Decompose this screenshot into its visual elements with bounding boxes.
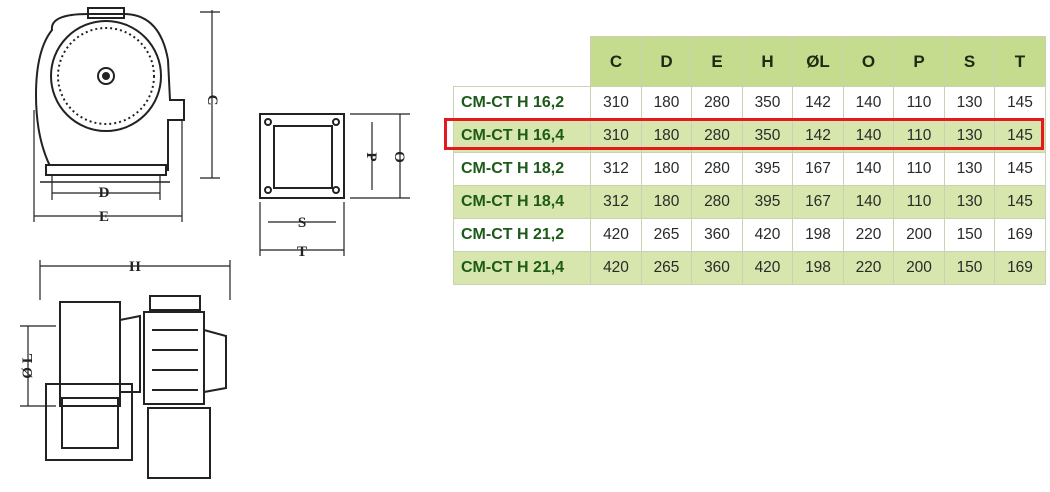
value-cell: 110 — [893, 86, 945, 120]
value-cell: 312 — [590, 152, 642, 186]
value-cell: 140 — [843, 86, 894, 120]
technical-drawing: D E C S T P O H Ø L — [20, 7, 410, 479]
value-cell: 110 — [893, 119, 945, 153]
col-header-p: P — [893, 36, 945, 87]
value-cell: 110 — [893, 152, 945, 186]
value-cell: 180 — [641, 185, 692, 219]
value-cell: 350 — [742, 119, 793, 153]
table-row: CM-CT H 21,2 420 265 360 420 198 220 200… — [453, 218, 1046, 252]
col-header-o: O — [843, 36, 894, 87]
value-cell: 265 — [641, 251, 692, 285]
value-cell: 145 — [994, 185, 1046, 219]
value-cell: 198 — [792, 251, 844, 285]
col-header-s: S — [944, 36, 995, 87]
fan-side-view — [20, 260, 231, 479]
value-cell: 420 — [590, 251, 642, 285]
table-row: CM-CT H 18,2 312 180 280 395 167 140 110… — [453, 152, 1046, 186]
value-cell: 180 — [641, 119, 692, 153]
value-cell: 140 — [843, 119, 894, 153]
value-cell: 150 — [944, 251, 995, 285]
col-header-d: D — [641, 36, 692, 87]
value-cell: 145 — [994, 152, 1046, 186]
dim-label-t: T — [297, 244, 307, 260]
value-cell: 130 — [944, 86, 995, 120]
value-cell: 350 — [742, 86, 793, 120]
fan-front-view — [33, 7, 220, 222]
model-cell: CM-CT H 21,4 — [453, 251, 591, 285]
col-header-ol: ØL — [792, 36, 844, 87]
model-cell: CM-CT H 16,4 — [453, 119, 591, 153]
value-cell: 142 — [792, 119, 844, 153]
table-header-row: C D E H ØL O P S T — [453, 36, 1046, 87]
value-cell: 280 — [691, 152, 743, 186]
value-cell: 169 — [994, 218, 1046, 252]
model-cell: CM-CT H 16,2 — [453, 86, 591, 120]
value-cell: 198 — [792, 218, 844, 252]
table-row: CM-CT H 18,4 312 180 280 395 167 140 110… — [453, 185, 1046, 219]
table-header-corner — [453, 36, 591, 87]
col-header-e: E — [691, 36, 743, 87]
value-cell: 169 — [994, 251, 1046, 285]
value-cell: 145 — [994, 86, 1046, 120]
value-cell: 420 — [590, 218, 642, 252]
flange-view — [259, 113, 410, 256]
value-cell: 395 — [742, 185, 793, 219]
col-header-c: C — [590, 36, 642, 87]
dim-label-d: D — [99, 185, 110, 201]
value-cell: 420 — [742, 251, 793, 285]
dimension-table: C D E H ØL O P S T CM-CT H 16,2 310 180 … — [453, 36, 1046, 285]
dim-label-p: P — [363, 152, 379, 161]
dim-label-ol: Ø L — [20, 353, 36, 378]
value-cell: 180 — [641, 86, 692, 120]
value-cell: 310 — [590, 86, 642, 120]
value-cell: 167 — [792, 185, 844, 219]
value-cell: 360 — [691, 251, 743, 285]
value-cell: 200 — [893, 218, 945, 252]
value-cell: 130 — [944, 152, 995, 186]
value-cell: 110 — [893, 185, 945, 219]
col-header-t: T — [994, 36, 1046, 87]
value-cell: 180 — [641, 152, 692, 186]
model-cell: CM-CT H 18,4 — [453, 185, 591, 219]
value-cell: 220 — [843, 218, 894, 252]
value-cell: 280 — [691, 185, 743, 219]
model-cell: CM-CT H 18,2 — [453, 152, 591, 186]
value-cell: 142 — [792, 86, 844, 120]
table-row: CM-CT H 16,4 310 180 280 350 142 140 110… — [453, 119, 1046, 153]
dim-label-h: H — [129, 259, 141, 275]
value-cell: 420 — [742, 218, 793, 252]
value-cell: 130 — [944, 185, 995, 219]
table-row: CM-CT H 21,4 420 265 360 420 198 220 200… — [453, 251, 1046, 285]
table-row: CM-CT H 16,2 310 180 280 350 142 140 110… — [453, 86, 1046, 120]
value-cell: 145 — [994, 119, 1046, 153]
value-cell: 310 — [590, 119, 642, 153]
value-cell: 200 — [893, 251, 945, 285]
value-cell: 167 — [792, 152, 844, 186]
value-cell: 140 — [843, 185, 894, 219]
value-cell: 150 — [944, 218, 995, 252]
value-cell: 312 — [590, 185, 642, 219]
value-cell: 360 — [691, 218, 743, 252]
model-cell: CM-CT H 21,2 — [453, 218, 591, 252]
dim-label-s: S — [298, 215, 306, 231]
value-cell: 140 — [843, 152, 894, 186]
value-cell: 265 — [641, 218, 692, 252]
value-cell: 395 — [742, 152, 793, 186]
value-cell: 220 — [843, 251, 894, 285]
value-cell: 130 — [944, 119, 995, 153]
value-cell: 280 — [691, 119, 743, 153]
dim-label-c: C — [204, 95, 220, 106]
value-cell: 280 — [691, 86, 743, 120]
col-header-h: H — [742, 36, 793, 87]
dim-label-e: E — [99, 209, 109, 225]
dim-label-o: O — [391, 151, 407, 163]
